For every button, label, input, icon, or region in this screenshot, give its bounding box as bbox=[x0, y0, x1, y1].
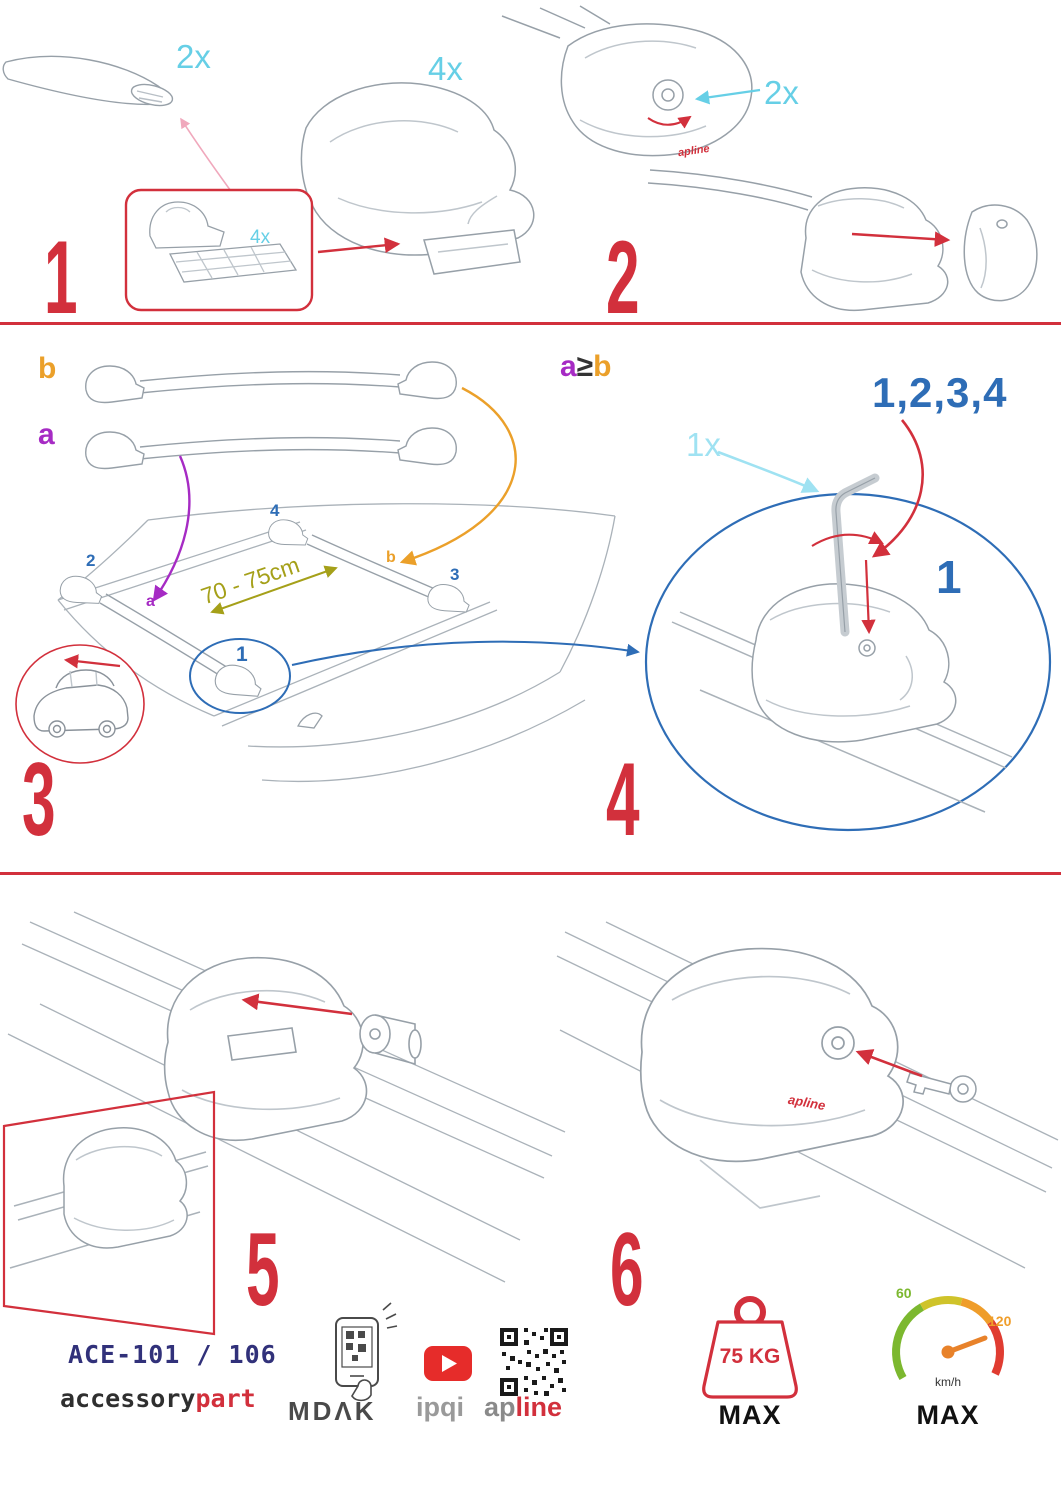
step1-foot-qty: 4x bbox=[428, 50, 463, 87]
tighten-detail-drawing bbox=[671, 583, 1013, 813]
step3-bar-a-label: a bbox=[38, 418, 55, 451]
brand-logo: accessorypart bbox=[60, 1386, 256, 1411]
press-down-arrow bbox=[861, 559, 876, 635]
step1-pad-qty: 4x bbox=[250, 227, 271, 248]
tool-qty-arrow bbox=[717, 450, 820, 493]
step2-assembly-drawing bbox=[647, 169, 1038, 312]
step5-foot-drawing bbox=[163, 956, 422, 1141]
qr-code bbox=[498, 1326, 570, 1398]
rubber-pad-drawing bbox=[149, 201, 298, 283]
allen-key-outline bbox=[835, 477, 876, 633]
detail-position-label: 1 bbox=[936, 551, 962, 603]
car-direction-arrow bbox=[63, 654, 121, 669]
speed-unit-label: km/h bbox=[934, 1375, 961, 1389]
roof-position-3: 3 bbox=[450, 565, 460, 584]
mdak-logo: MDΛK bbox=[288, 1396, 377, 1426]
step1-bar-qty: 2x bbox=[176, 38, 211, 75]
roof-position-1: 1 bbox=[236, 643, 248, 666]
lock-qty-arrow bbox=[694, 88, 761, 105]
speedometer-icon bbox=[892, 1296, 1004, 1380]
detail-leader-arrow bbox=[291, 640, 640, 666]
step1-number: 1 bbox=[44, 220, 78, 336]
product-model: ACE-101 / 106 bbox=[68, 1340, 277, 1369]
step2-number: 2 bbox=[606, 220, 640, 336]
section-divider-2 bbox=[0, 872, 1061, 875]
brand-logo-part: part bbox=[195, 1384, 256, 1413]
ipqi-logo: ipqi bbox=[416, 1392, 464, 1422]
phone-qr-scan-icon bbox=[335, 1302, 398, 1402]
apline-logo: apline bbox=[484, 1394, 562, 1421]
speed-high-label: 120 bbox=[988, 1313, 1012, 1329]
rule-b: b bbox=[593, 350, 612, 383]
rule-operator: ≥ bbox=[576, 350, 594, 383]
distance-arrow bbox=[210, 565, 338, 615]
bar-b-drawing bbox=[85, 361, 457, 404]
step1-crossbar-drawing bbox=[2, 55, 174, 107]
car-inset-drawing bbox=[33, 669, 129, 738]
rule-a: a bbox=[560, 350, 577, 383]
step5-number: 5 bbox=[246, 1212, 280, 1328]
endcap-insert-arrow bbox=[851, 231, 951, 247]
roof-position-2: 2 bbox=[86, 551, 96, 570]
roof-position-a: a bbox=[146, 593, 155, 610]
pad-to-foot-arrow bbox=[317, 237, 401, 254]
sequence-arrow bbox=[871, 419, 924, 558]
installed-view-box bbox=[2, 1090, 216, 1336]
roof-position-4: 4 bbox=[270, 501, 280, 520]
bar-endcap-leader-arrow bbox=[180, 117, 237, 199]
tighten-sequence-label: 1,2,3,4 bbox=[872, 369, 1008, 416]
max-weight-value: 75 KG bbox=[719, 1345, 781, 1368]
step4-number: 4 bbox=[606, 742, 640, 858]
bar-a-position-arrow bbox=[152, 455, 191, 602]
youtube-icon bbox=[424, 1346, 472, 1381]
bar-a-drawing bbox=[85, 427, 457, 470]
key-insert-arrow bbox=[855, 1049, 923, 1078]
length-rule-label: a≥b bbox=[560, 352, 611, 382]
installed-foot-drawing bbox=[9, 1127, 209, 1269]
key-drawing bbox=[906, 1072, 977, 1103]
step1-foot-drawing bbox=[300, 82, 535, 275]
rotate-arrow bbox=[811, 531, 884, 547]
speed-low-label: 60 bbox=[896, 1285, 912, 1301]
step2-lock-qty: 2x bbox=[764, 74, 799, 111]
weight-max-icon bbox=[702, 1296, 798, 1399]
lock-insert-arrow bbox=[241, 993, 353, 1016]
step3-bar-b-label: b bbox=[38, 352, 57, 385]
apline-logo-line: line bbox=[515, 1392, 563, 1422]
tool-qty-label: 1x bbox=[686, 426, 721, 463]
roof-position-b: b bbox=[386, 549, 396, 566]
step2-foot-lock-drawing bbox=[501, 5, 753, 157]
max-speed-label: MAX bbox=[916, 1400, 980, 1430]
section-divider-1 bbox=[0, 322, 1061, 325]
mounted-bars-drawing bbox=[57, 517, 473, 701]
bar-b-position-arrow bbox=[399, 386, 517, 566]
brand-logo-accessory: accessory bbox=[60, 1384, 196, 1413]
step6-foot-drawing bbox=[639, 947, 904, 1209]
max-weight-label: MAX bbox=[718, 1400, 782, 1430]
apline-logo-ap: ap bbox=[484, 1392, 516, 1422]
step3-number: 3 bbox=[22, 742, 56, 858]
position1-highlight-circle bbox=[189, 638, 291, 714]
step6-number: 6 bbox=[610, 1212, 644, 1328]
